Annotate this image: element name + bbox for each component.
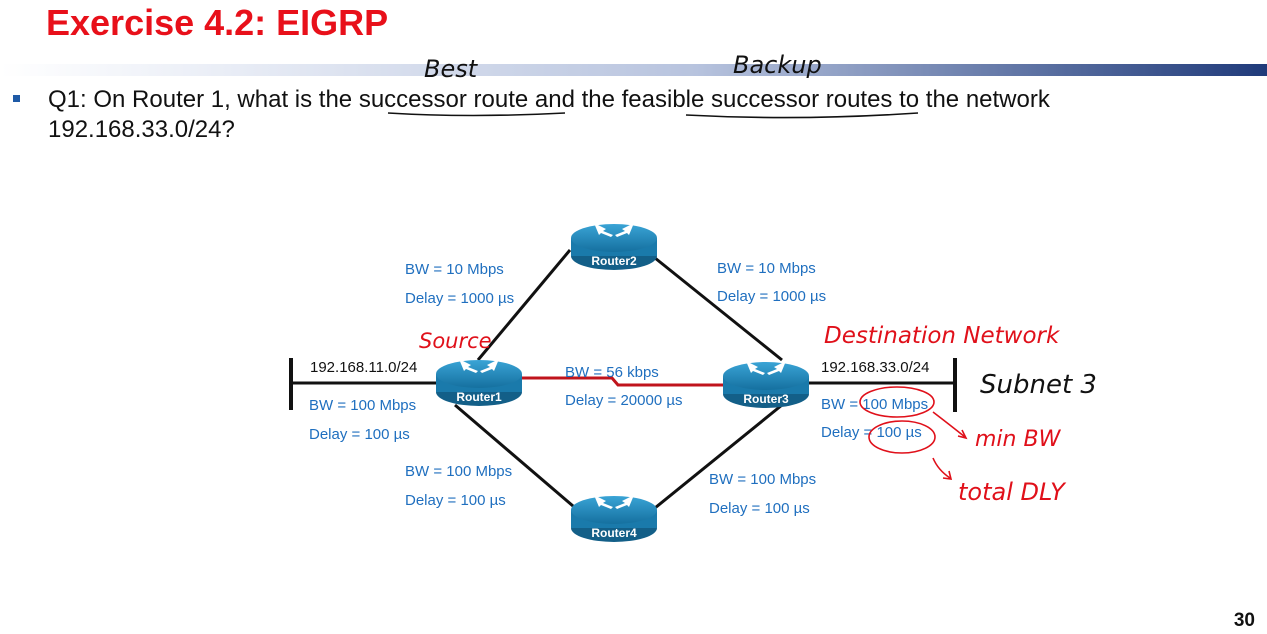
router-4-name: Router4 (591, 526, 637, 540)
r4-r3-bw: BW = 100 Mbps (709, 471, 816, 488)
r2-r3-delay: Delay = 1000 µs (717, 288, 826, 305)
annotation-total-dly: total DLY (958, 478, 1067, 506)
link-r1-r2 (476, 249, 572, 361)
src-lan-bw: BW = 100 Mbps (309, 397, 416, 414)
r4-r3-delay: Delay = 100 µs (709, 500, 810, 517)
source-network-label: 192.168.11.0/24 (310, 359, 417, 376)
annotation-source: Source (419, 329, 492, 353)
src-lan-delay: Delay = 100 µs (309, 426, 410, 443)
router-3-name: Router3 (743, 392, 789, 406)
dst-lan-delay: Delay = 100 µs (821, 424, 922, 441)
annotation-best: Best (424, 55, 479, 83)
annotation-destination: Destination Network (824, 323, 1061, 349)
destination-network-label: 192.168.33.0/24 (821, 359, 929, 376)
page-number: 30 (1233, 610, 1255, 631)
router-1-name: Router1 (456, 390, 502, 404)
r1-r2-bw: BW = 10 Mbps (405, 261, 504, 278)
handwritten-annotations: Best Backup Source Destination Network S… (387, 51, 1097, 506)
r1-r3-delay: Delay = 20000 µs (565, 392, 682, 409)
underline-feasible-successor (685, 112, 919, 119)
r1-r4-bw: BW = 100 Mbps (405, 463, 512, 480)
router-4: Router4 (571, 495, 657, 542)
question-line-1: Q1: On Router 1, what is the successor r… (48, 86, 1050, 113)
arrow-min-bw (932, 411, 968, 440)
r1-r2-delay: Delay = 1000 µs (405, 290, 514, 307)
circle-total-delay (868, 420, 936, 454)
bullet-icon (13, 95, 20, 102)
underline-successor-route (387, 112, 566, 117)
annotation-backup: Backup (733, 51, 822, 79)
circle-min-bw (859, 386, 935, 418)
r2-r3-bw: BW = 10 Mbps (717, 260, 816, 277)
router-1: Router1 (436, 359, 522, 406)
router-3: Router3 (723, 361, 809, 408)
annotation-min-bw: min BW (975, 427, 1062, 452)
slide-title: Exercise 4.2: EIGRP (46, 2, 389, 43)
link-r4-r3 (649, 403, 783, 514)
links (289, 249, 957, 514)
r1-r3-bw: BW = 56 kbps (565, 364, 659, 381)
arrow-total-delay (932, 457, 953, 480)
title-underline-bar (0, 64, 1267, 76)
question-text: Q1: On Router 1, what is the successor r… (48, 85, 1228, 145)
question-line-2: 192.168.33.0/24? (48, 116, 235, 143)
link-r1-r4 (454, 403, 581, 514)
r1-r4-delay: Delay = 100 µs (405, 492, 506, 509)
link-r2-r3 (654, 256, 783, 362)
router-2-name: Router2 (591, 254, 637, 268)
dst-lan-bw: BW = 100 Mbps (821, 396, 928, 413)
router-2: Router2 (571, 223, 657, 270)
annotation-subnet: Subnet 3 (980, 370, 1097, 400)
link-r1-r3-serial (520, 376, 724, 387)
